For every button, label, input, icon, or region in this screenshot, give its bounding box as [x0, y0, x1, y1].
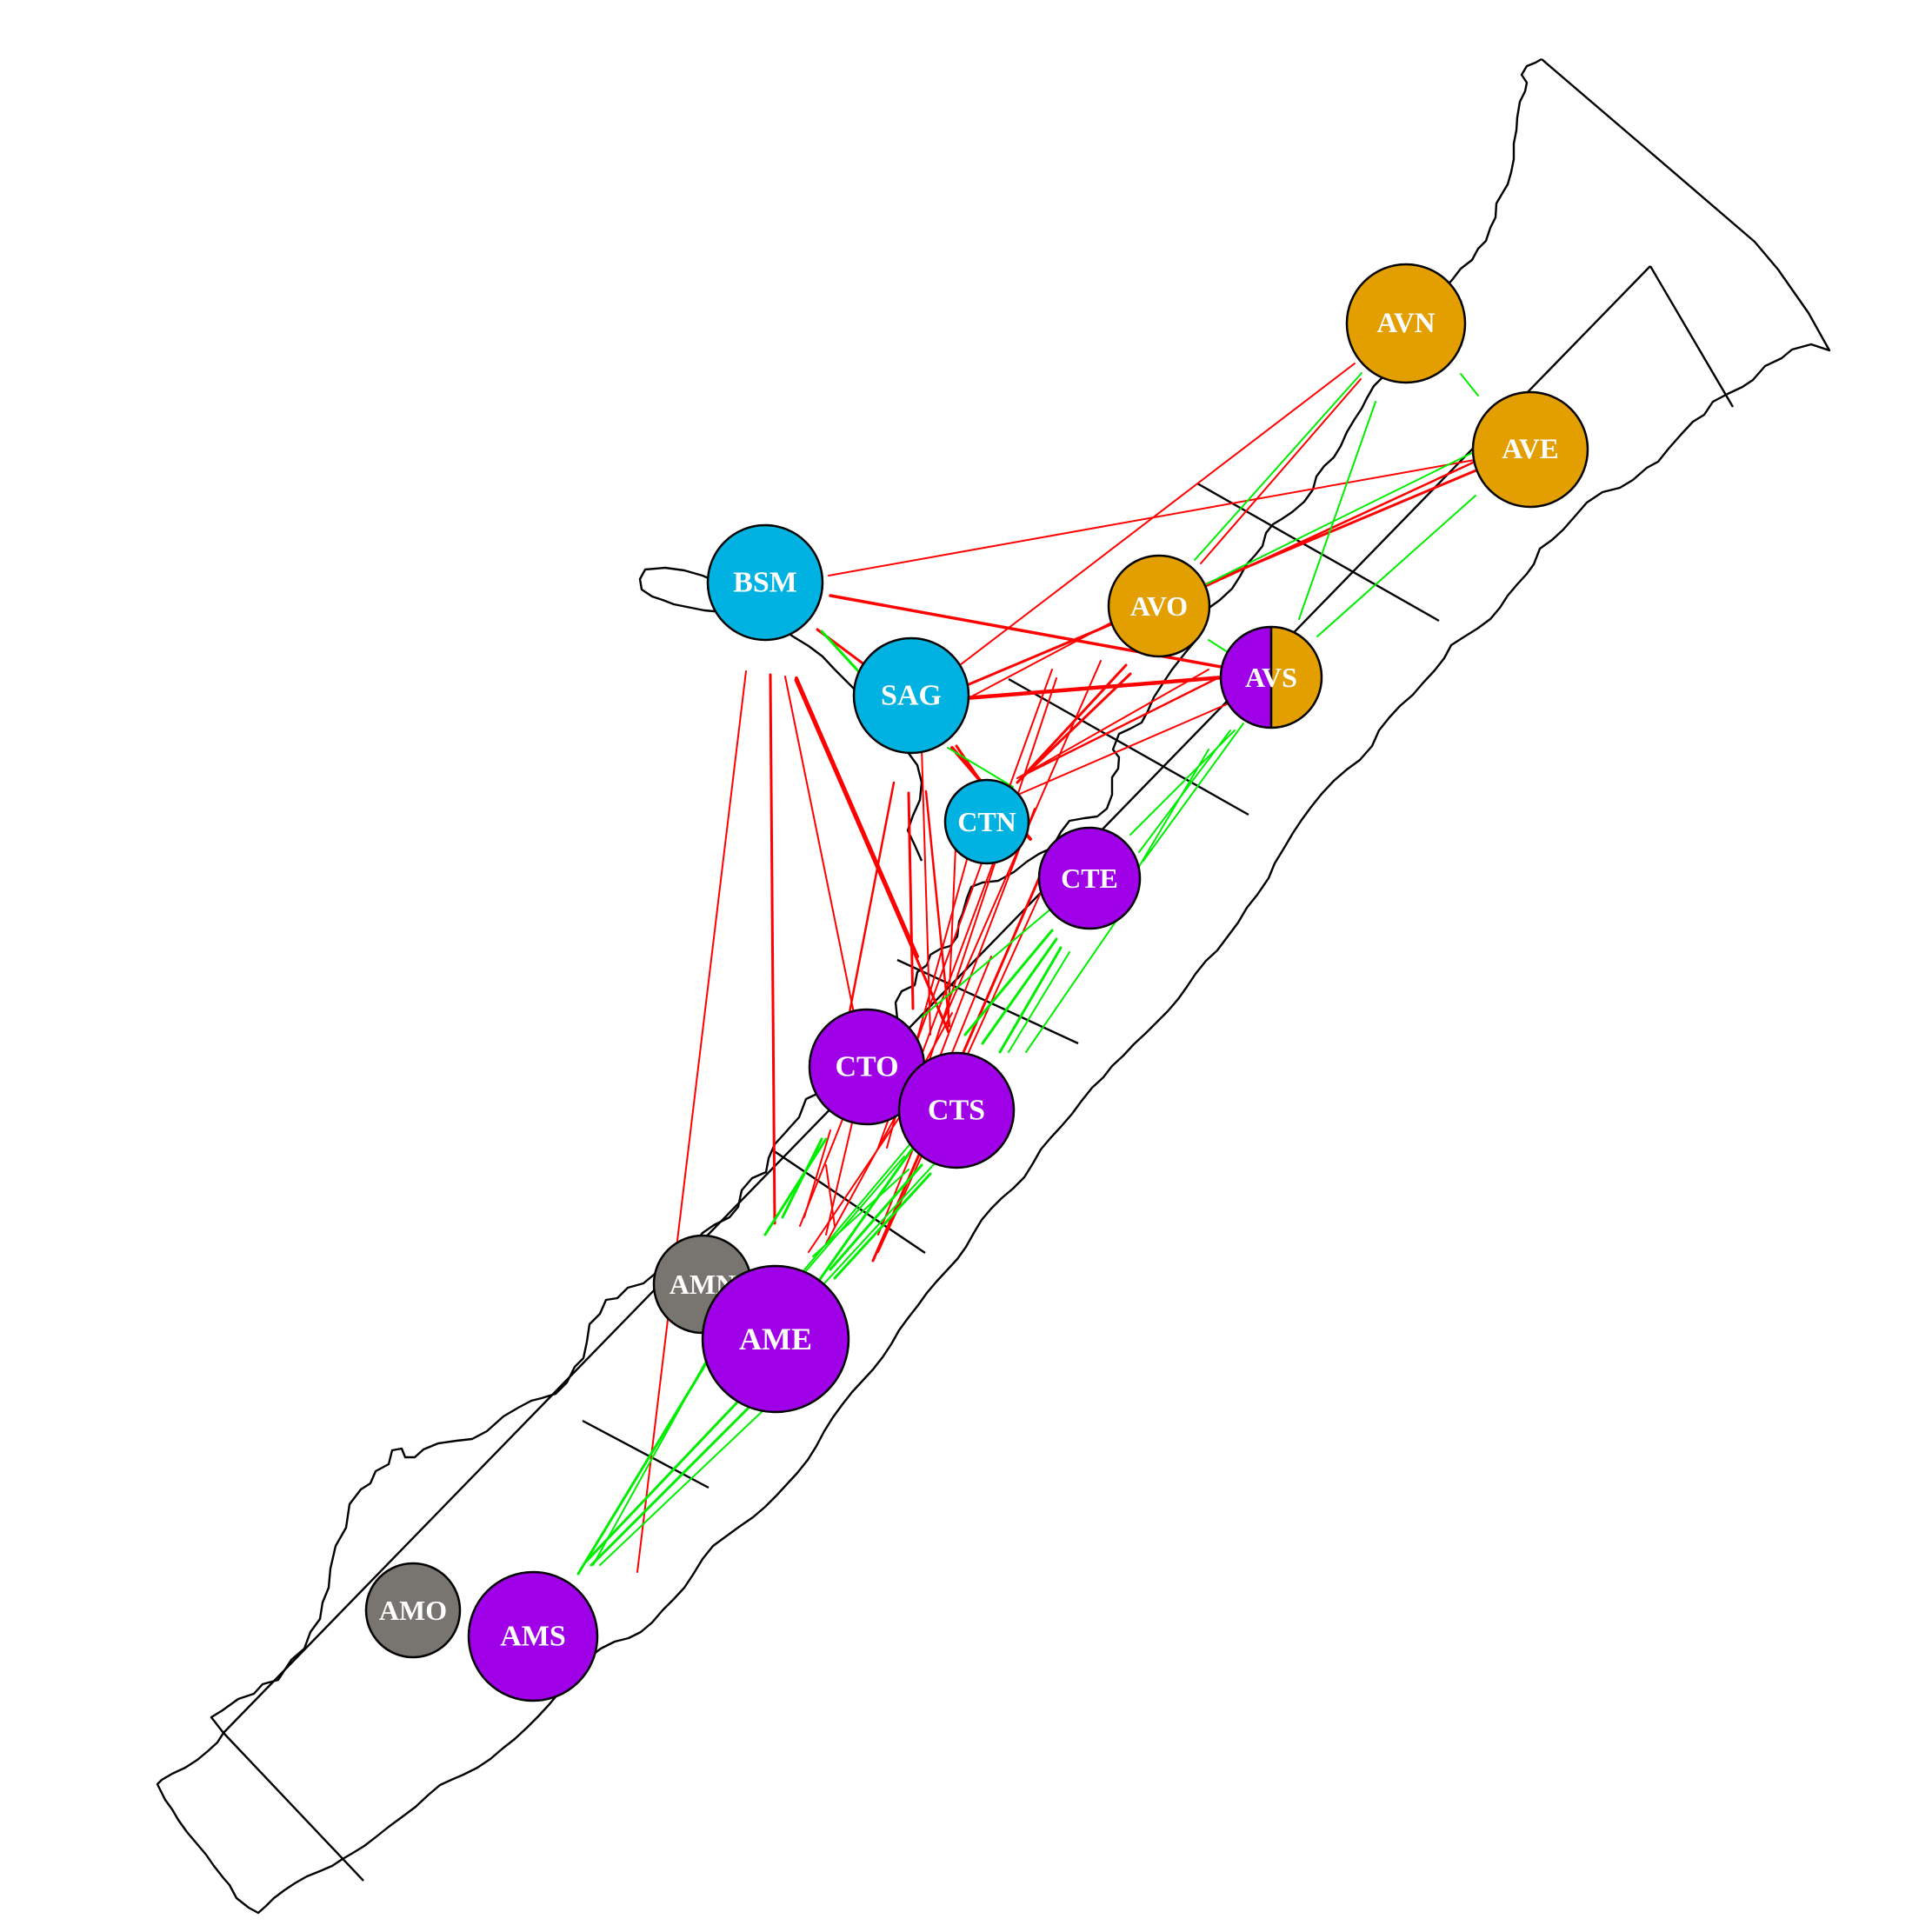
link-green-61 — [829, 1163, 923, 1271]
link-green-64 — [763, 1137, 828, 1236]
link-red-4 — [956, 363, 1356, 669]
node-ctn: CTN — [943, 778, 1030, 865]
link-green-63 — [799, 1156, 905, 1279]
node-ams-circle — [467, 1570, 599, 1702]
node-ctn-circle — [943, 778, 1030, 865]
node-ame-circle — [701, 1264, 850, 1414]
node-label-avn: AVN — [1376, 308, 1435, 339]
node-label-ave: AVE — [1502, 434, 1558, 465]
link-red-37 — [905, 677, 1057, 1131]
link-red-23 — [1019, 700, 1236, 795]
link-red-26 — [784, 676, 856, 1018]
node-amo-circle — [364, 1562, 462, 1659]
link-green-65 — [781, 1137, 823, 1219]
node-avs-left-half — [1221, 627, 1271, 728]
link-red-32 — [921, 747, 931, 1036]
link-red-28 — [794, 678, 949, 1032]
node-avs-right-half — [1271, 627, 1322, 728]
link-red-0 — [828, 453, 1509, 576]
link-green-7 — [1156, 450, 1478, 610]
node-sag: SAG — [852, 636, 970, 755]
node-avo-circle — [1107, 554, 1211, 658]
link-green-15 — [820, 630, 863, 676]
node-cte: CTE — [1037, 826, 1142, 930]
link-green-51 — [1143, 723, 1244, 862]
link-red-24 — [636, 670, 747, 1573]
node-label-cts: CTS — [928, 1095, 985, 1127]
link-green-8 — [1194, 372, 1362, 561]
node-label-cto: CTO — [835, 1051, 898, 1083]
link-red-27 — [795, 676, 919, 958]
link-red-30 — [907, 791, 915, 1010]
node-cte-circle — [1037, 826, 1142, 930]
link-red-33 — [947, 825, 957, 1033]
node-label-avs: AVS — [1245, 662, 1297, 693]
link-green-57 — [1025, 912, 1123, 1053]
boundary-amn-ams — [582, 1419, 710, 1489]
node-label-ame: AME — [739, 1322, 812, 1356]
link-green-18 — [947, 747, 1014, 788]
boundary-ctn-cte — [896, 958, 1079, 1045]
link-red-22 — [1016, 669, 1209, 779]
link-red-9 — [1200, 378, 1362, 564]
node-bsm: BSM — [706, 523, 824, 642]
link-green-62 — [833, 1172, 932, 1280]
link-red-43 — [825, 1012, 953, 1244]
node-bsm-circle — [706, 523, 824, 642]
node-cts-circle — [897, 1051, 1016, 1169]
link-green-52 — [921, 903, 1057, 1018]
link-green-54 — [981, 937, 1058, 1045]
link-red-19 — [1016, 663, 1128, 784]
network-nodes: BSMSAGCTNCTECTOCTSAVNAVEAVOAVSAMNAMEAMOA… — [364, 263, 1589, 1702]
link-red-20 — [1020, 672, 1132, 780]
node-label-cte: CTE — [1061, 863, 1118, 894]
link-green-55 — [998, 946, 1063, 1054]
link-green-56 — [1008, 951, 1070, 1053]
boundary-avo-avn — [1196, 482, 1440, 623]
node-label-ams: AMS — [500, 1621, 566, 1653]
node-ame: AME — [701, 1264, 850, 1414]
link-red-47 — [803, 1129, 831, 1218]
link-red-29 — [846, 781, 896, 1023]
node-label-ctn: CTN — [957, 806, 1016, 837]
node-sag-circle — [852, 636, 970, 755]
link-red-6 — [1203, 450, 1497, 589]
node-avn-circle — [1345, 263, 1467, 384]
link-red-25 — [769, 673, 776, 1225]
link-red-73 — [825, 1164, 836, 1227]
boundary-sw-box — [223, 1732, 364, 1882]
outline-east-boundary — [156, 58, 1831, 1915]
link-green-67 — [576, 1350, 715, 1576]
link-red-31 — [924, 789, 951, 1028]
link-green-53 — [963, 929, 1054, 1036]
node-label-amo: AMO — [379, 1595, 447, 1626]
link-green-70 — [599, 1408, 766, 1566]
region-boundaries — [223, 265, 1735, 1882]
link-green-13 — [1460, 373, 1479, 396]
node-label-avo: AVO — [1130, 590, 1188, 622]
node-avn: AVN — [1345, 263, 1467, 384]
node-ave: AVE — [1471, 390, 1589, 509]
link-red-45 — [825, 1103, 857, 1236]
node-label-sag: SAG — [881, 680, 942, 712]
node-cts: CTS — [897, 1051, 1016, 1169]
coastline-west — [210, 57, 1542, 1734]
link-green-69 — [590, 1398, 758, 1567]
node-amo: AMO — [364, 1562, 462, 1659]
link-green-60 — [812, 1169, 909, 1257]
link-green-11 — [1316, 495, 1476, 637]
axis-line-main — [223, 265, 1651, 1734]
node-avo: AVO — [1107, 554, 1211, 658]
boundary-ne-box — [1649, 265, 1735, 408]
node-cto: CTO — [808, 1008, 926, 1126]
link-green-10 — [1298, 401, 1376, 620]
node-ams: AMS — [467, 1570, 599, 1702]
node-avs: AVS — [1219, 625, 1323, 729]
link-green-50 — [1125, 749, 1209, 889]
node-label-bsm: BSM — [733, 567, 797, 599]
node-ave-circle — [1471, 390, 1589, 509]
link-green-68 — [585, 1389, 749, 1562]
